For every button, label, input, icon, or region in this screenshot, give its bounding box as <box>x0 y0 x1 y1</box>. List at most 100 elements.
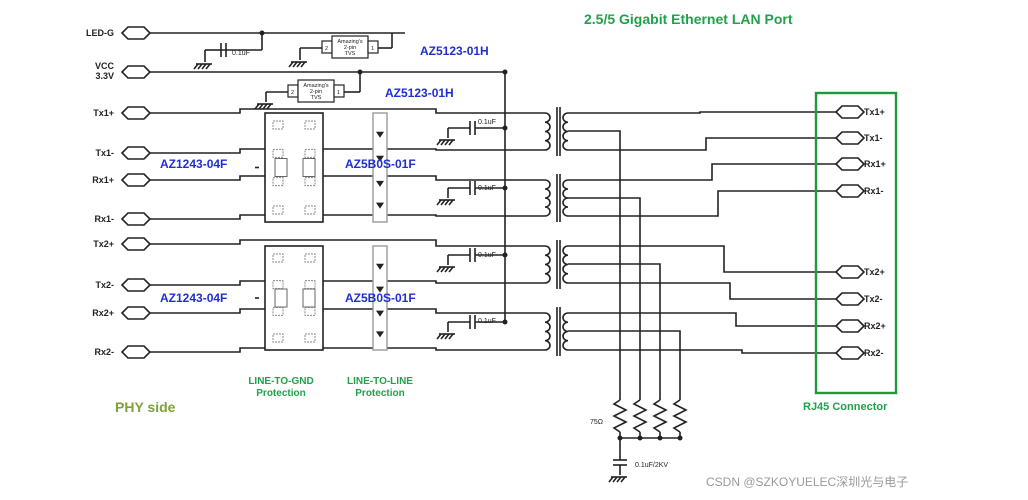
ground-hatch <box>608 476 614 483</box>
diode-symbol <box>376 310 384 317</box>
ground-symbol <box>436 333 455 340</box>
rj45-port-1 <box>834 131 866 145</box>
signal-wires <box>150 30 836 475</box>
pin-box <box>274 158 288 177</box>
tvs-pin-label: 2 <box>291 90 294 96</box>
resistor-label: 75Ω <box>590 419 603 426</box>
tvs-text: Amazing's <box>337 39 362 45</box>
diode-symbol <box>376 155 384 162</box>
ground-hatch <box>292 61 298 68</box>
ground-hatch <box>444 266 450 273</box>
tvs-text: TVS <box>345 51 356 57</box>
transformer-4 <box>544 307 569 356</box>
signal-wire <box>150 347 420 353</box>
signal-wire <box>420 347 545 351</box>
rj45-signal-label: Rx1- <box>864 186 884 196</box>
ground-hatch <box>448 333 454 340</box>
centre-tap-wire <box>568 263 661 400</box>
signal-wire <box>150 239 420 245</box>
left-port-6 <box>120 237 152 251</box>
signal-wire <box>420 214 545 217</box>
gnd-array-1 <box>255 112 324 223</box>
transformer-2 <box>544 174 569 222</box>
left-port-7 <box>120 278 152 292</box>
tvs-cell <box>304 333 316 343</box>
ground-hatch <box>201 63 207 70</box>
signal-wire <box>150 308 420 314</box>
signal-wire <box>420 239 545 247</box>
signal-wire <box>420 280 545 284</box>
diode-symbol <box>376 180 384 187</box>
tvs-cell <box>304 253 316 263</box>
left-signal-label: Rx1+ <box>92 175 114 185</box>
line-array-label-2: AZ5B0S-01F <box>345 291 416 305</box>
tvs-pin-box <box>333 84 345 98</box>
transformer-winding <box>544 312 551 351</box>
gnd-array-label-2: AZ1243-04F <box>160 291 227 305</box>
tvs-cell <box>272 148 284 158</box>
signal-wire <box>420 148 545 151</box>
tvs-text: 2-pin <box>310 89 322 95</box>
rj45-wire <box>568 190 836 217</box>
ground-hatch <box>288 61 294 68</box>
ground-symbol <box>436 139 455 146</box>
tvs2-label: AZ5123-01H <box>385 86 454 100</box>
led-cap-label: 0.1uF <box>232 50 250 57</box>
ground-symbol <box>436 199 455 206</box>
left-port-2 <box>120 106 152 120</box>
line-array-2 <box>372 245 388 351</box>
rj45-port-5 <box>834 292 866 306</box>
signal-wire <box>420 308 545 314</box>
tvs-text: TVS <box>311 95 322 101</box>
left-port-1 <box>120 65 152 79</box>
ground-hatch <box>254 103 260 110</box>
ground-hatch <box>440 199 446 206</box>
centre-tap-wire <box>568 330 681 400</box>
left-port-0 <box>120 26 152 40</box>
left-port-5 <box>120 212 152 226</box>
rj45-wire <box>568 163 836 181</box>
ground-hatch <box>436 139 442 146</box>
line-array-label-1: AZ5B0S-01F <box>345 157 416 171</box>
signal-wire <box>150 280 420 286</box>
resistor-75ohm <box>612 399 628 433</box>
ground-hatch <box>436 333 442 340</box>
line-array-1 <box>372 112 388 223</box>
rj45-signal-label: Tx1- <box>864 133 883 143</box>
line-array-body <box>372 245 388 351</box>
transformer-winding <box>544 245 551 284</box>
rj45-wire <box>568 312 836 327</box>
left-signal-label: Tx1- <box>95 148 114 158</box>
gnd-array-2 <box>255 245 324 351</box>
diode-symbol <box>376 286 384 293</box>
tvs-cell <box>304 148 316 158</box>
ground-hatch <box>440 266 446 273</box>
tvs-pin-box <box>367 40 379 54</box>
rj45-connector-box <box>814 91 898 395</box>
transformer-winding <box>562 312 569 351</box>
rj45-wire <box>568 245 836 273</box>
ground-hatch <box>205 63 211 70</box>
rj45-wire <box>568 137 836 151</box>
resistor-75ohm <box>652 399 668 433</box>
resistor-75ohm <box>632 399 648 433</box>
ground-hatch <box>258 103 264 110</box>
left-port-3 <box>120 146 152 160</box>
transformer-winding <box>544 112 551 151</box>
ground-hatch <box>444 199 450 206</box>
rj45-wire <box>568 282 836 300</box>
tvs-cell <box>304 205 316 215</box>
signal-wire <box>150 175 420 181</box>
transformer-3 <box>544 240 569 289</box>
ground-symbol <box>288 61 307 68</box>
ground-hatch <box>448 139 454 146</box>
rj45-port-4 <box>834 265 866 279</box>
watermark: CSDN @SZKOYUELEC深圳光与电子 <box>706 475 908 489</box>
tvs1-label: AZ5123-01H <box>420 44 489 58</box>
rj45-wire <box>568 349 836 354</box>
